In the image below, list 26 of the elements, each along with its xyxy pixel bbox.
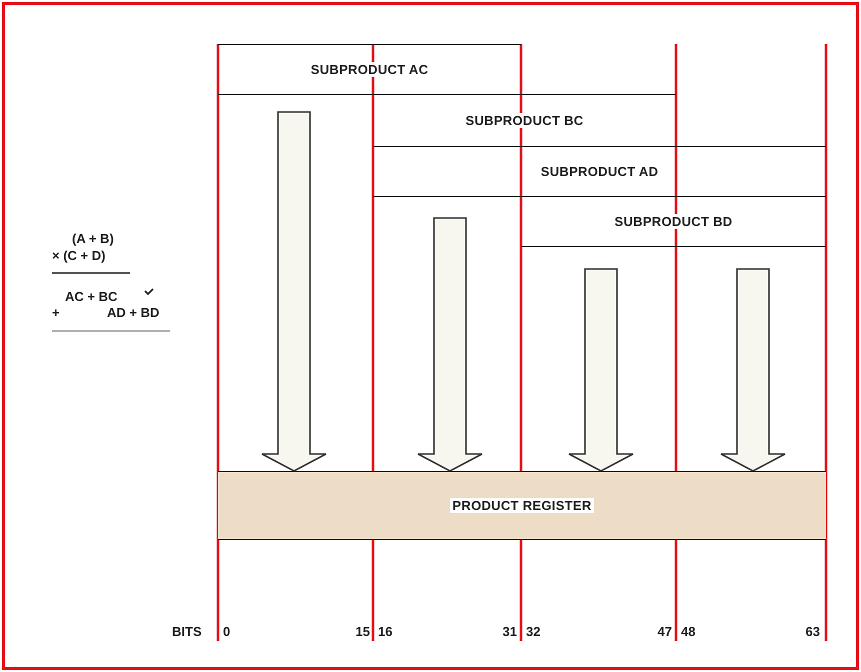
block-arrow [568, 268, 634, 472]
formula-term: (A + B) [72, 231, 114, 246]
bit-number: 15 [356, 624, 370, 639]
bit-number: 16 [378, 624, 392, 639]
band-label: PRODUCT REGISTER [450, 498, 594, 513]
subproduct-band [218, 44, 521, 95]
bit-number: 48 [681, 624, 696, 639]
band-label: SUBPRODUCT BD [612, 214, 734, 229]
plus-sign: + [52, 305, 60, 320]
bit-number: 31 [502, 624, 517, 639]
block-arrow [720, 268, 786, 472]
band-label: SUBPRODUCT AC [308, 62, 430, 77]
formula-term: AD + BD [107, 305, 160, 320]
register-bar [218, 471, 826, 540]
band-label: SUBPRODUCT AD [538, 164, 660, 179]
block-arrow [417, 217, 483, 472]
subproduct-band [373, 146, 826, 197]
block-arrow [261, 111, 327, 472]
formula-term: × (C + D) [52, 248, 106, 263]
formula-term: AC + BC [65, 289, 118, 304]
band-label: SUBPRODUCT BC [463, 113, 586, 128]
bit-number: 32 [526, 624, 540, 639]
bit-number: 0 [223, 624, 230, 639]
bits-caption: BITS [172, 624, 202, 639]
bit-number: 63 [806, 624, 820, 639]
bit-number: 47 [658, 624, 672, 639]
